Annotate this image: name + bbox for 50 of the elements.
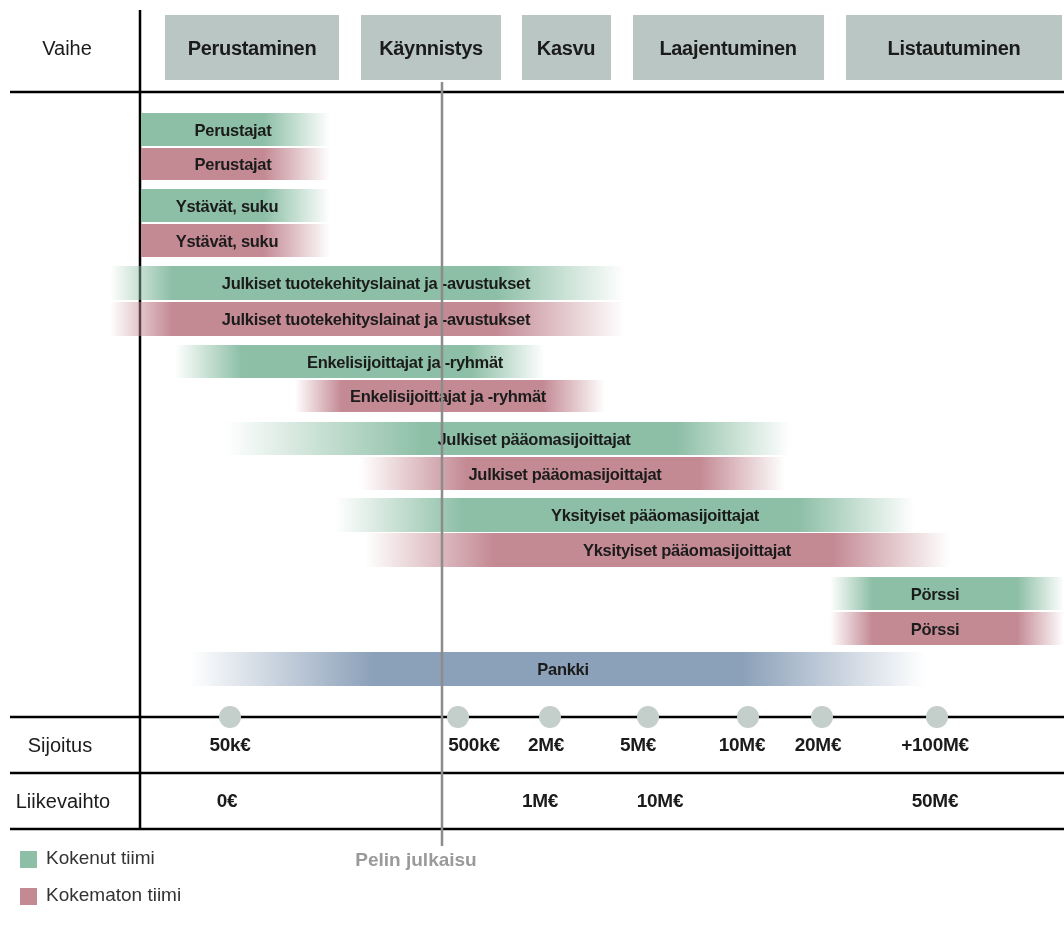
funding-band bbox=[175, 345, 545, 378]
phase-box bbox=[522, 15, 611, 80]
value-label: 20M€ bbox=[794, 734, 842, 756]
funding-band bbox=[141, 148, 330, 180]
funding-source-label: Ystävät, suku bbox=[175, 231, 279, 250]
value-label: 50M€ bbox=[911, 790, 959, 812]
phase-box bbox=[361, 15, 501, 80]
funding-source-label: Pörssi bbox=[910, 619, 960, 638]
phase-box bbox=[165, 15, 339, 80]
funding-source-label: Yksityiset pääomasijoittajat bbox=[551, 505, 759, 525]
funding-source-label: Pörssi bbox=[910, 584, 960, 603]
funding-band bbox=[141, 113, 330, 146]
value-label: 10M€ bbox=[636, 790, 684, 812]
phase-label: Perustaminen bbox=[187, 36, 317, 59]
row-heading: Vaihe bbox=[42, 36, 92, 60]
value-label: +100M€ bbox=[901, 734, 969, 756]
funding-source-label: Enkelisijoittajat ja -ryhmät bbox=[349, 386, 547, 406]
funding-source-label: Yksityiset pääomasijoittajat bbox=[583, 540, 791, 560]
funding-source-label: Julkiset pääomasijoittajat bbox=[468, 464, 662, 483]
funding-band bbox=[830, 577, 1064, 610]
value-label: 0€ bbox=[216, 790, 238, 812]
funding-band bbox=[141, 189, 330, 222]
row-heading: Liikevaihto bbox=[15, 789, 111, 813]
funding-source-label: Perustajat bbox=[194, 154, 272, 174]
phase-label: Käynnistys bbox=[379, 36, 483, 59]
phase-label: Listautuminen bbox=[887, 36, 1021, 59]
funding-band bbox=[830, 612, 1064, 645]
funding-source-label: Perustajat bbox=[194, 120, 272, 139]
value-label: 2M€ bbox=[527, 734, 565, 756]
funding-source-label: Julkiset pääomasijoittajat bbox=[437, 429, 631, 448]
row-heading: Sijoitus bbox=[27, 733, 93, 757]
phase-box bbox=[846, 15, 1062, 80]
value-label: 50k€ bbox=[209, 734, 251, 756]
phase-box bbox=[633, 15, 824, 80]
funding-source-label: Enkelisijoittajat ja -ryhmät bbox=[306, 352, 504, 371]
funding-source-label: Pankki bbox=[537, 659, 589, 679]
funding-band bbox=[295, 380, 605, 412]
value-label: 5M€ bbox=[619, 734, 657, 756]
release-label: Pelin julkaisu bbox=[355, 849, 477, 871]
funding-band bbox=[141, 224, 330, 257]
value-label: 1M€ bbox=[521, 790, 559, 812]
funding-source-label: Julkiset tuotekehityslainat ja -avustukset bbox=[221, 273, 531, 293]
funding-source-label: Ystävät, suku bbox=[175, 196, 279, 215]
legend-label: Kokenut tiimi bbox=[46, 847, 155, 869]
phase-label: Kasvu bbox=[536, 36, 596, 59]
legend-label: Kokematon tiimi bbox=[46, 884, 182, 906]
funding-source-label: Julkiset tuotekehityslainat ja -avustukset bbox=[221, 309, 531, 329]
value-label: 10M€ bbox=[718, 734, 766, 756]
value-label: 500k€ bbox=[448, 734, 500, 756]
phase-label: Laajentuminen bbox=[659, 36, 797, 59]
